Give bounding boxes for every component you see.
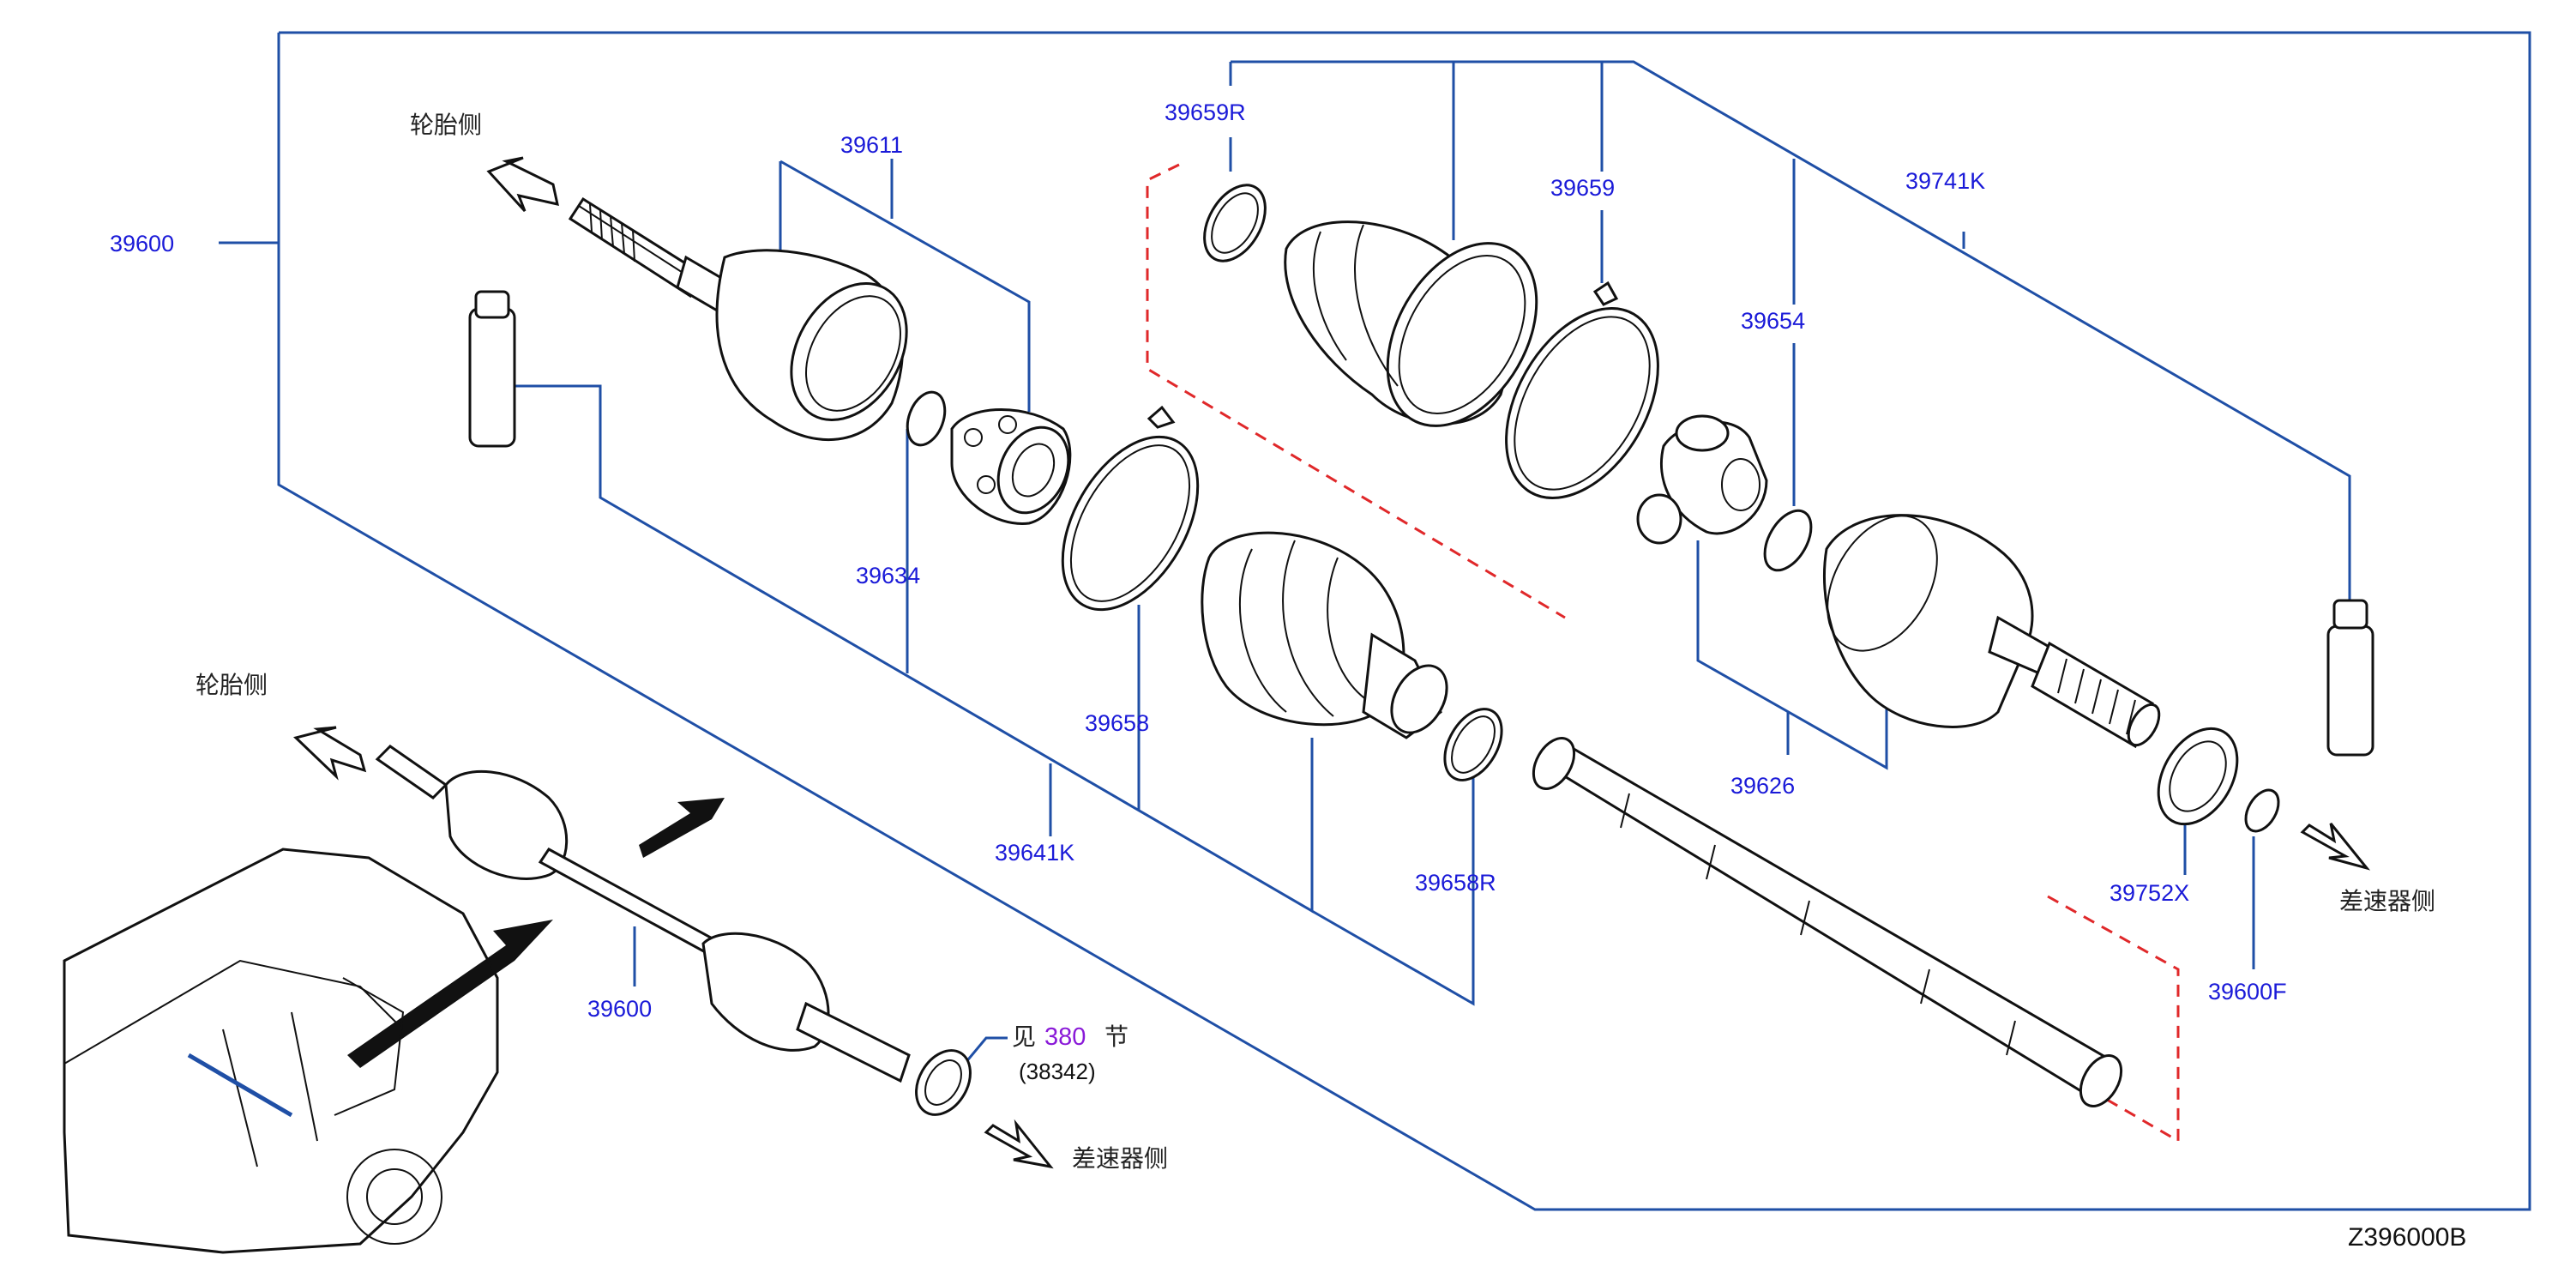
side-labels: 轮胎侧 轮胎侧 差速器侧 差速器侧 [196, 111, 2435, 1173]
band-39659 [1505, 281, 1659, 499]
red-dashed-guides [1146, 163, 2180, 1143]
band-39659R [1203, 184, 1267, 262]
grease-bottle-right [2326, 599, 2374, 757]
label-39659: 39659 [1550, 175, 1615, 201]
see-ref-code: (38342) [1019, 1059, 1096, 1084]
direction-arrows [293, 156, 2371, 1169]
outer-cv-joint [568, 196, 908, 442]
band-39658R [1443, 708, 1503, 781]
see-section-reference: 见 380 节 (38342) [1012, 1023, 1129, 1084]
assembled-driveshaft [375, 745, 911, 1083]
label-39600-bottom: 39600 [587, 996, 652, 1022]
tripod-spider [1636, 414, 1768, 545]
label-39659R: 39659R [1165, 100, 1246, 125]
leader-lines [515, 60, 2351, 1065]
inner-boot [1284, 220, 1538, 427]
label-39634: 39634 [856, 563, 920, 588]
snap-ring-39600F [2244, 788, 2280, 833]
label-39641K: 39641K [995, 840, 1074, 866]
label-39654: 39654 [1741, 308, 1805, 334]
diff-side-bottom: 差速器侧 [1072, 1144, 1168, 1173]
arrow-tire-top-icon [486, 156, 559, 213]
arrow-tire-bottom-icon [293, 726, 367, 781]
outer-boot [1201, 531, 1448, 739]
label-39752X: 39752X [2110, 880, 2189, 906]
grease-bottle-left [468, 290, 516, 448]
arrow-diff-right-icon [2300, 823, 2371, 871]
main-bracket [219, 31, 2531, 1211]
inner-race-cage [950, 408, 1072, 525]
label-39600-top: 39600 [110, 231, 174, 256]
see-section-link[interactable]: 380 [1044, 1023, 1086, 1051]
inner-housing [1823, 514, 2161, 749]
middle-shaft [1532, 737, 2123, 1107]
diff-side-right: 差速器侧 [2339, 887, 2435, 915]
boot-band-39658 [1061, 405, 1200, 612]
part-labels: 39600 39611 39634 39641K 39658 39658R 39… [110, 100, 2287, 1022]
diagram-code: Z396000B [2348, 1223, 2466, 1252]
bottom-oil-seal [915, 1049, 972, 1116]
label-39658: 39658 [1085, 710, 1149, 736]
label-39658R: 39658R [1415, 870, 1496, 896]
vehicle-outline [63, 848, 499, 1254]
label-39600F: 39600F [2208, 979, 2287, 1005]
tire-side-top: 轮胎侧 [410, 111, 482, 139]
tire-side-bottom: 轮胎侧 [196, 671, 268, 699]
see-suffix: 节 [1104, 1023, 1129, 1051]
label-39611: 39611 [840, 132, 903, 158]
label-39626: 39626 [1730, 773, 1795, 799]
see-prefix: 见 [1012, 1023, 1036, 1051]
snap-ring-39654 [1763, 509, 1813, 572]
snap-ring-39634 [906, 390, 947, 447]
arrow-forward-small-icon [639, 798, 725, 858]
oil-seal-39752X [2157, 727, 2239, 826]
arrow-forward-large-icon [347, 920, 553, 1068]
arrow-diff-bottom-icon [984, 1119, 1054, 1169]
label-39741K: 39741K [1905, 168, 1985, 194]
